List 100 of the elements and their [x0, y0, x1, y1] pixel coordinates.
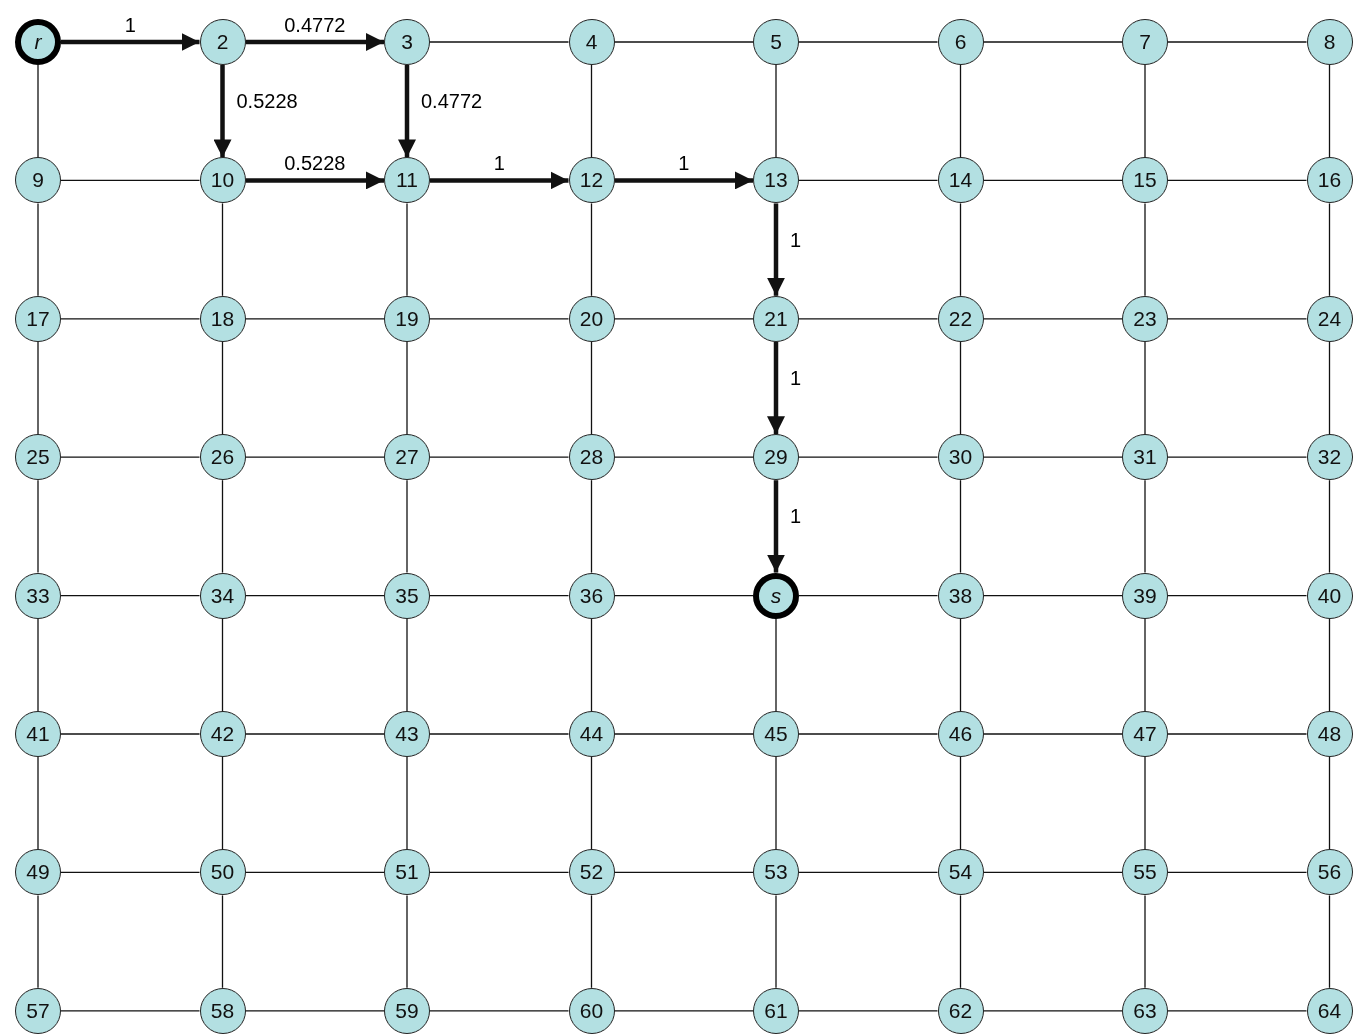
- connector-line: [613, 594, 754, 597]
- node-circle: 36: [568, 572, 615, 619]
- connector-line: [613, 41, 754, 43]
- node-circle: 28: [568, 434, 615, 481]
- node-circle: 27: [384, 434, 430, 481]
- connector-line: [798, 733, 939, 735]
- connector-line: [959, 341, 962, 435]
- connector-line: [1167, 456, 1308, 458]
- connector-line: [221, 202, 224, 297]
- connector-line: [1328, 756, 1331, 851]
- connector-line: [1167, 318, 1308, 320]
- connector-line: [37, 756, 39, 851]
- node-circle: 17: [15, 295, 61, 342]
- connector-line: [1144, 64, 1146, 159]
- node-circle: 50: [199, 849, 246, 896]
- connector-line: [429, 733, 570, 735]
- connector-line: [429, 41, 570, 43]
- node-circle: 52: [568, 849, 615, 896]
- connector-line: [60, 594, 201, 597]
- node-circle: 3: [384, 19, 430, 65]
- connector-line: [406, 894, 408, 989]
- node-circle: 32: [1306, 434, 1353, 481]
- connector-line: [1328, 894, 1331, 989]
- connector-line: [60, 1010, 201, 1012]
- connector-line: [429, 1010, 570, 1012]
- connector-line: [221, 617, 224, 712]
- connector-line: [1144, 756, 1146, 851]
- connector-line: [244, 456, 385, 458]
- connector-line: [429, 594, 570, 597]
- connector-line: [60, 871, 201, 874]
- connector-line: [406, 617, 408, 712]
- node-circle: 60: [568, 987, 615, 1034]
- connector-line: [406, 341, 408, 435]
- connector-line: [221, 341, 224, 435]
- connector-line: [1144, 202, 1146, 297]
- node-circle: 29: [753, 434, 799, 481]
- arrow: [398, 65, 416, 158]
- node-circle: 14: [937, 157, 984, 204]
- connector-line: [775, 64, 777, 159]
- connector-line: [982, 456, 1123, 458]
- connector-line: [1328, 617, 1331, 712]
- connector-line: [959, 756, 962, 851]
- node-circle: 48: [1306, 711, 1353, 757]
- node-circle: 40: [1306, 572, 1353, 619]
- node-circle: 20: [568, 295, 615, 342]
- connector-line: [798, 594, 939, 597]
- connector-line: [37, 479, 39, 574]
- node-circle: 57: [15, 987, 61, 1034]
- connector-line: [221, 479, 224, 574]
- connector-line: [798, 41, 939, 43]
- node-circle: 6: [937, 19, 984, 65]
- node-circle: 55: [1122, 849, 1168, 896]
- connector-line: [613, 456, 754, 458]
- connector-line: [244, 318, 385, 320]
- node-circle: 18: [199, 295, 246, 342]
- connector-line: [244, 1010, 385, 1012]
- connector-line: [37, 894, 39, 989]
- node-circle: 33: [15, 572, 61, 619]
- connector-line: [798, 871, 939, 874]
- arrow: [61, 33, 200, 51]
- connector-line: [959, 479, 962, 574]
- node-circle: 61: [753, 987, 799, 1034]
- connector-line: [613, 318, 754, 320]
- connector-line: [959, 894, 962, 989]
- arrow: [767, 203, 785, 296]
- node-circle: 23: [1122, 295, 1168, 342]
- connector-line: [590, 894, 593, 989]
- node-circle: 51: [384, 849, 430, 896]
- node-circle: 58: [199, 987, 246, 1034]
- connector-line: [1144, 617, 1146, 712]
- node-circle: 30: [937, 434, 984, 481]
- connector-line: [406, 479, 408, 574]
- connector-line: [1167, 179, 1308, 182]
- node-circle: 42: [199, 711, 246, 757]
- connector-line: [982, 733, 1123, 735]
- node-circle: 53: [753, 849, 799, 896]
- connector-line: [590, 617, 593, 712]
- node-circle: 31: [1122, 434, 1168, 481]
- connector-line: [590, 479, 593, 574]
- connector-line: [60, 733, 201, 735]
- node-circle: 9: [15, 157, 61, 204]
- connector-line: [1144, 894, 1146, 989]
- connector-line: [1167, 594, 1308, 597]
- terminal-node-circle: r: [15, 19, 61, 65]
- connector-line: [959, 202, 962, 297]
- arrow: [213, 65, 232, 158]
- connector-line: [406, 756, 408, 851]
- connector-line: [775, 756, 777, 851]
- connector-line: [60, 179, 201, 182]
- arrow: [767, 341, 785, 435]
- connector-line: [244, 594, 385, 597]
- node-circle: 13: [753, 157, 799, 204]
- node-circle: 44: [568, 711, 615, 757]
- node-circle: 43: [384, 711, 430, 757]
- node-circle: 15: [1122, 157, 1168, 204]
- arrow: [245, 33, 384, 51]
- connector-line: [1328, 64, 1331, 159]
- node-circle: 47: [1122, 711, 1168, 757]
- connector-line: [37, 202, 39, 297]
- node-circle: 19: [384, 295, 430, 342]
